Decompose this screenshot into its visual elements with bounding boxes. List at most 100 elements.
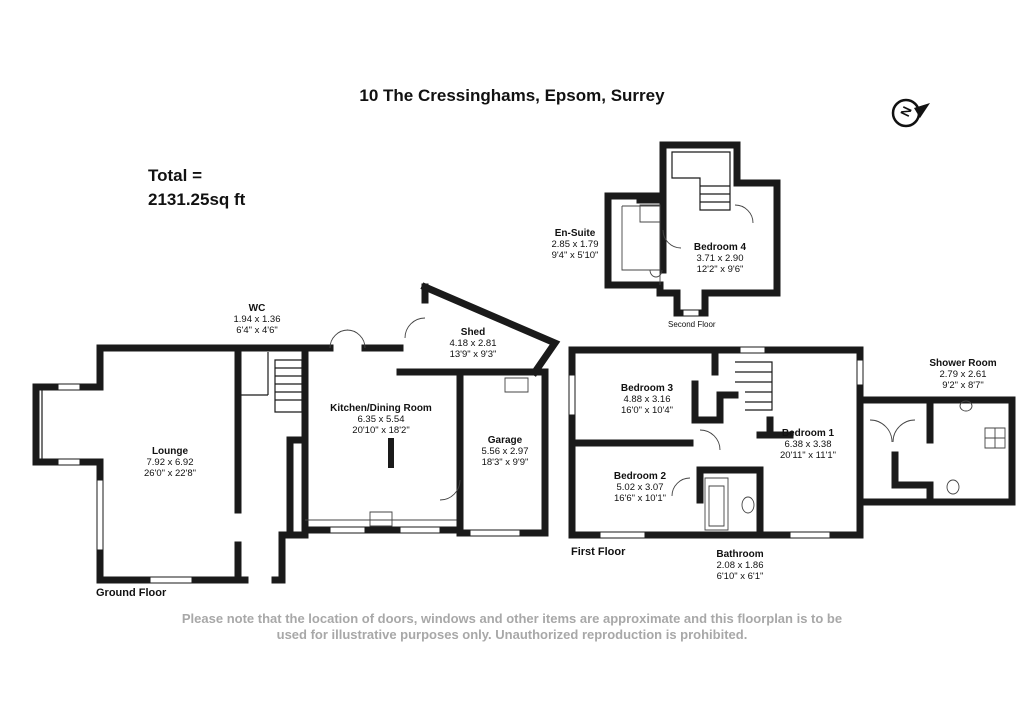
porch-walls (234, 531, 286, 584)
bathroom-wc (741, 496, 755, 514)
second-floor-outer (604, 141, 781, 317)
first-floor-plan (568, 346, 1016, 539)
room-metric: 5.56 x 2.97 (481, 446, 529, 457)
room-name: Bedroom 1 (781, 428, 835, 439)
room-metric: 4.18 x 2.81 (449, 338, 497, 349)
room-name: Garage (487, 435, 523, 446)
kitchen-units-wall (286, 436, 309, 534)
room-imperial: 9'2" x 8'7" (942, 380, 984, 391)
room-label-bedroom3: Bedroom 3 4.88 x 3.16 16'0" x 10'4" (621, 383, 673, 416)
page-title: 10 The Cressinghams, Epsom, Surrey (359, 86, 665, 105)
second-floor-window (682, 309, 700, 317)
kitchen-doors (329, 329, 366, 349)
lounge-bay (35, 387, 43, 462)
shower-tray (984, 427, 1006, 449)
shower-doors (869, 419, 916, 443)
wc-partition (238, 352, 269, 396)
garage-walls (421, 368, 549, 537)
total-area: Total = 2131.25sq ft (148, 164, 245, 212)
ground-stairs (274, 359, 303, 413)
room-label-lounge: Lounge 7.92 x 6.92 26'0" x 22'8" (144, 446, 196, 479)
room-metric: 4.88 x 3.16 (623, 394, 671, 405)
room-label-bedroom4: Bedroom 4 3.71 x 2.90 12'2" x 9'6" (694, 242, 746, 275)
room-imperial: 20'11" x 11'1" (780, 450, 836, 461)
total-value: 2131.25sq ft (148, 190, 246, 209)
first-floor-doors (671, 429, 721, 497)
garage-sink (504, 377, 529, 393)
room-label-bedroom2: Bedroom 2 5.02 x 3.07 16'6" x 10'1" (614, 471, 666, 504)
lounge-window (57, 458, 81, 466)
disclaimer-line-1: Please note that the location of doors, … (181, 611, 843, 626)
room-imperial: 12'2" x 9'6" (696, 264, 744, 275)
room-name: Bedroom 2 (613, 471, 667, 482)
ensuite-fixtures (639, 204, 663, 278)
room-imperial: 18'3" x 9'9" (481, 457, 529, 468)
room-metric: 6.35 x 5.54 (357, 414, 405, 425)
room-imperial: 6'10" x 6'1" (716, 571, 764, 582)
bedroom2-window (599, 531, 646, 539)
room-name: Lounge (151, 446, 189, 457)
total-label: Total = (148, 166, 202, 185)
lounge-walls (32, 344, 242, 584)
shed-walls (396, 282, 561, 377)
room-name: En-Suite (554, 228, 596, 239)
room-name: Bedroom 4 (693, 242, 747, 253)
lounge-window (57, 383, 81, 391)
room-label-shed: Shed 4.18 x 2.81 13'9" x 9'3" (449, 327, 496, 360)
room-metric: 2.79 x 2.61 (939, 369, 987, 380)
bedroom1-window (856, 359, 864, 386)
room-label-wc: WC 1.94 x 1.36 6'4" x 4'6" (233, 303, 280, 336)
floor-label-second: Second Floor (668, 320, 716, 329)
room-label-bedroom1: Bedroom 1 6.38 x 3.38 20'11" x 11'1" (780, 428, 836, 461)
room-metric: 1.94 x 1.36 (233, 314, 281, 325)
room-label-shower-room: Shower Room 2.79 x 2.61 9'2" x 8'7" (929, 358, 996, 391)
ground-floor-plan (32, 282, 561, 584)
room-name: Bathroom (716, 549, 764, 560)
bedroom1-window (789, 531, 831, 539)
first-stairs (735, 361, 773, 411)
kitchen-walls (278, 344, 464, 539)
garage-door (469, 529, 521, 537)
bathroom-bath (704, 477, 729, 531)
garage-inner-door (439, 479, 461, 501)
room-imperial: 26'0" x 22'8" (143, 468, 197, 479)
room-label-ensuite: En-Suite 2.85 x 1.79 9'4" x 5'10" (551, 228, 598, 261)
room-metric: 6.38 x 3.38 (784, 439, 832, 450)
room-name: Shed (460, 327, 486, 338)
kitchen-hob (305, 511, 460, 527)
room-name: Shower Room (929, 358, 997, 369)
room-imperial: 6'4" x 4'6" (236, 325, 278, 336)
second-floor-plan (604, 141, 781, 317)
disclaimer-line-2: used for illustrative purposes only. Una… (276, 627, 748, 642)
kitchen-window (329, 526, 366, 534)
room-imperial: 20'10" x 18'2" (352, 425, 410, 436)
room-metric: 5.02 x 3.07 (616, 482, 664, 493)
disclaimer: Please note that the location of doors, … (0, 611, 1024, 643)
wc-hall-walls (234, 344, 309, 584)
ensuite-shower (621, 205, 661, 285)
room-imperial: 13'9" x 9'3" (449, 349, 497, 360)
bedroom3-partitions (568, 380, 739, 447)
kitchen-window (399, 526, 441, 534)
room-metric: 2.85 x 1.79 (551, 239, 599, 250)
room-imperial: 16'6" x 10'1" (613, 493, 667, 504)
shower-fixtures (946, 400, 973, 495)
room-name: Bedroom 3 (620, 383, 674, 394)
compass-icon (891, 98, 930, 128)
landing-partitions (696, 346, 794, 539)
room-imperial: 16'0" x 10'4" (620, 405, 674, 416)
room-name: Kitchen/Dining Room (330, 403, 432, 414)
room-metric: 3.71 x 2.90 (696, 253, 744, 264)
floor-label-first: First Floor (571, 546, 626, 558)
room-name: WC (248, 303, 266, 314)
room-label-garage: Garage 5.56 x 2.97 18'3" x 9'9" (481, 435, 528, 468)
shed-door (404, 317, 426, 339)
room-label-kitchen: Kitchen/Dining Room 6.35 x 5.54 20'10" x… (330, 403, 432, 436)
lounge-window (149, 576, 193, 584)
second-stairs (671, 151, 731, 211)
room-imperial: 9'4" x 5'10" (551, 250, 599, 261)
room-metric: 2.08 x 1.86 (716, 560, 764, 571)
bedroom3-window (568, 374, 576, 416)
landing-window (739, 346, 766, 354)
room-label-bathroom: Bathroom 2.08 x 1.86 6'10" x 6'1" (716, 549, 763, 582)
